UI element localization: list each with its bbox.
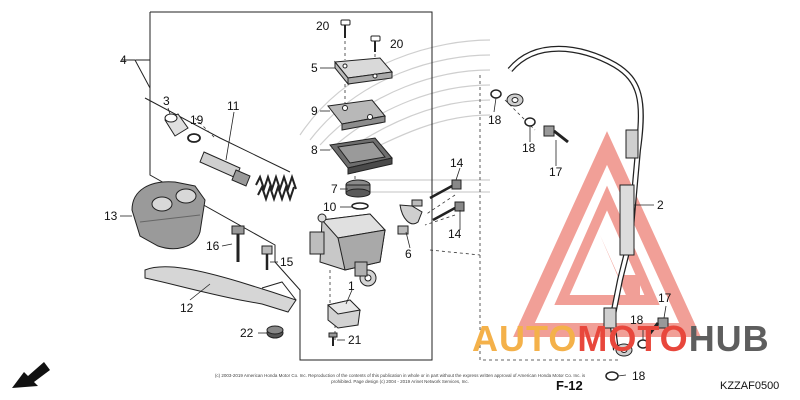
callout-18-d: 18 [632, 369, 646, 383]
callout-2: 2 [657, 198, 664, 212]
callout-11: 11 [227, 99, 240, 113]
brake-lever-12 [144, 266, 297, 313]
watermark-part-hub: HUB [688, 318, 770, 359]
callout-labels: 20 20 4 5 3 11 19 9 8 7 10 14 14 6 13 16… [104, 19, 672, 383]
watermark-brand-text: AUTOMOTOHUB [472, 318, 770, 360]
callout-18-a: 18 [488, 113, 502, 127]
circlip-19 [187, 133, 201, 143]
callout-1: 1 [348, 279, 355, 293]
callout-20-top: 20 [316, 19, 330, 33]
diaphragm-plate-9 [327, 99, 386, 131]
callout-21: 21 [348, 333, 362, 347]
watermark-part-auto: AUTO [472, 318, 578, 359]
reservoir-cap-5 [334, 57, 393, 86]
callout-18-c: 18 [630, 313, 644, 327]
callout-10: 10 [323, 200, 337, 214]
dashed-leaders [194, 35, 620, 361]
piston-set-11 [199, 151, 297, 203]
screw-20-top [340, 19, 381, 52]
callout-6: 6 [405, 247, 412, 261]
callout-16: 16 [206, 239, 220, 253]
diaphragm-8 [329, 137, 393, 175]
bolts-14 [429, 179, 465, 222]
sealing-washers-18 [490, 89, 649, 381]
callout-12: 12 [180, 301, 194, 315]
callout-17-b: 17 [658, 291, 672, 305]
watermark-part-moto: MOTO [577, 318, 689, 359]
diagram-code: KZZAF0500 [720, 380, 780, 392]
pivot-cap-22 [266, 325, 284, 339]
callout-7: 7 [331, 182, 338, 196]
nut-15 [261, 245, 273, 270]
cover-13 [131, 181, 206, 250]
callout-18-b: 18 [522, 141, 536, 155]
callout-8: 8 [311, 143, 318, 157]
callout-leaders [120, 59, 667, 377]
brake-switch-1 [326, 299, 362, 329]
callout-9: 9 [311, 104, 318, 118]
direction-arrow-icon [12, 362, 50, 388]
callout-17-a: 17 [549, 165, 563, 179]
callout-20-right: 20 [390, 37, 404, 51]
callout-15: 15 [280, 255, 294, 269]
float-7 [345, 179, 371, 198]
callout-19: 19 [190, 113, 204, 127]
callout-13: 13 [104, 209, 118, 223]
copyright-fine-print: (c) 2003-2019 American Honda Motor Co. I… [214, 373, 586, 384]
brake-hose-2 [507, 45, 644, 351]
callout-14-top: 14 [450, 156, 464, 170]
oil-bolts-17 [543, 125, 669, 337]
pivot-bolt-16 [231, 225, 245, 262]
banjo-fittings [506, 93, 633, 357]
callout-22: 22 [240, 326, 254, 340]
callout-4: 4 [120, 53, 127, 67]
master-cylinder-body [309, 213, 387, 287]
clamp-holder-6 [397, 199, 423, 235]
callout-14-bottom: 14 [448, 227, 462, 241]
callout-3: 3 [163, 94, 170, 108]
screw-21 [328, 332, 338, 346]
callout-5: 5 [311, 61, 318, 75]
ring-10 [351, 202, 369, 210]
boot-3 [164, 113, 189, 137]
figure-reference: F-12 [556, 378, 583, 393]
